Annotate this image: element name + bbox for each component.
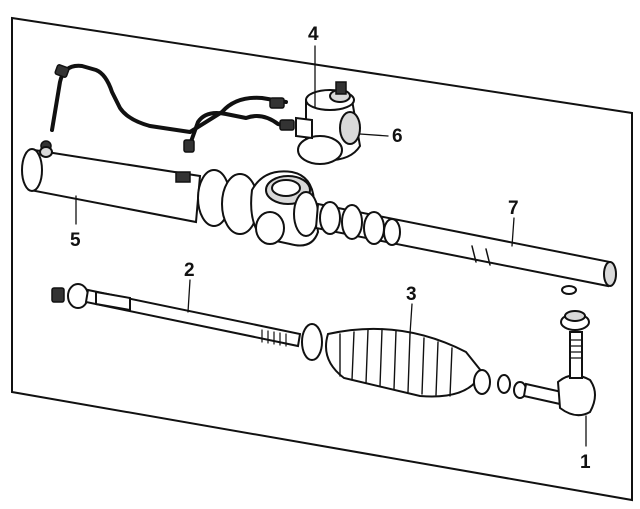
rack-housing-tube — [21, 146, 202, 224]
rack-shaft — [314, 201, 617, 295]
callout-7: 7 — [508, 198, 519, 219]
leader-line-6 — [359, 133, 389, 137]
callout-6: 6 — [392, 126, 403, 147]
callout-4: 4 — [308, 24, 319, 45]
control-valve — [295, 81, 362, 165]
rack-housing-assembly — [21, 63, 617, 295]
hydraulic-lines — [40, 63, 295, 153]
leader-line-7 — [511, 217, 515, 247]
pinion-valve-housing — [197, 169, 320, 247]
leader-lines — [75, 45, 587, 447]
inner-tie-rod — [51, 283, 302, 348]
leader-line-2 — [187, 279, 191, 313]
callout-1: 1 — [580, 452, 591, 473]
callout-3: 3 — [406, 284, 417, 305]
outer-tie-rod-end — [522, 310, 596, 417]
callout-5: 5 — [70, 230, 81, 251]
rack-boot — [301, 323, 527, 399]
callout-2: 2 — [184, 260, 195, 281]
leader-line-3 — [409, 303, 413, 335]
